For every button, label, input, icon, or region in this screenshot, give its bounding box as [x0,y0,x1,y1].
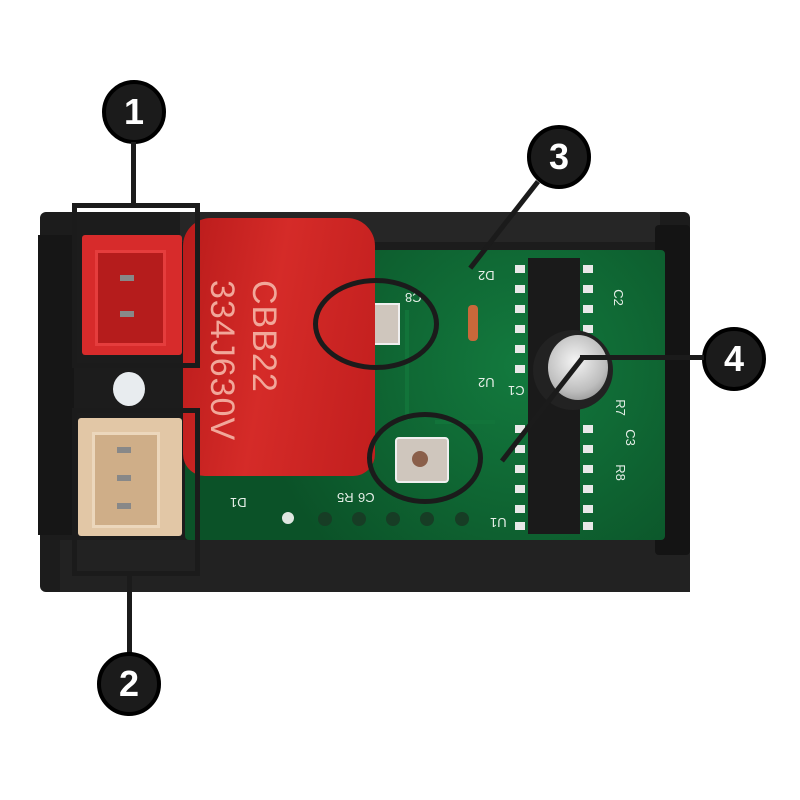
silk-d2: D2 [478,268,495,283]
led-indicator [113,372,145,406]
callout-badge-2: 2 [97,652,161,716]
diode-d2 [468,305,478,341]
capacitor-label-type: CBB22 [245,280,283,393]
silk-r8: R8 [612,464,628,481]
silk-d1: D1 [230,495,247,510]
silk-c2: C2 [610,289,626,306]
housing-left-clip [38,235,74,535]
beige-connector-socket [92,432,160,528]
via [420,512,434,526]
silk-c3: C3 [622,429,638,446]
capacitor-label-value: 334J630V [203,280,241,442]
via [318,512,332,526]
callout-leader-1 [131,142,136,206]
mounting-hole [282,512,294,524]
housing-bottom-rail [60,540,690,592]
callout-ring-4 [367,412,483,504]
callout-leader-4-horizontal [580,355,704,360]
callout-badge-1: 1 [102,80,166,144]
silk-c6: C6 [358,490,375,505]
via [386,512,400,526]
callout-ring-3 [313,278,439,370]
callout-badge-3: 3 [527,125,591,189]
silk-u2: U2 [478,375,495,390]
callout-badge-4: 4 [702,327,766,391]
silk-r5: R5 [337,490,354,505]
silk-r7: R7 [612,399,628,416]
callout-leader-2 [127,575,132,655]
silk-c1: C1 [508,383,525,398]
callout-frame-2 [72,408,200,576]
callout-frame-1 [72,203,200,368]
silk-u1: U1 [490,515,507,530]
via [352,512,366,526]
red-connector-socket [95,250,166,346]
via [455,512,469,526]
